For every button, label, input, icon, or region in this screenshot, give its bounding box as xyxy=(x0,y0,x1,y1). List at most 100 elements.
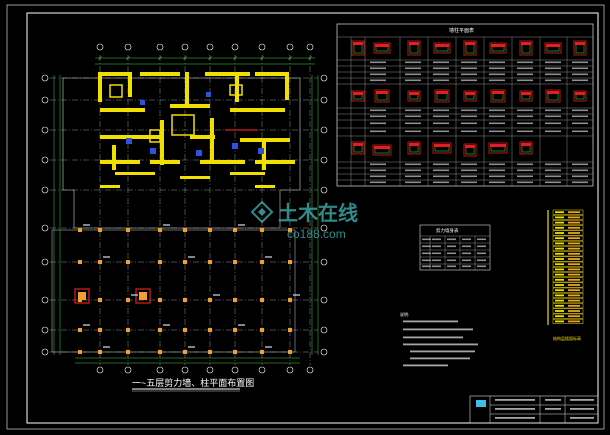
schedule-cell-text xyxy=(422,245,431,248)
section-row3-outline xyxy=(372,144,392,156)
floor-row xyxy=(552,225,584,231)
boundary-element xyxy=(232,143,238,149)
title-block-cell xyxy=(495,399,535,401)
floor-row-level xyxy=(555,268,564,271)
section-row1-outline xyxy=(433,42,451,54)
floor-row xyxy=(552,246,584,252)
dimension-tick xyxy=(158,56,162,60)
schedule-cell-text xyxy=(477,265,486,268)
detail-cell-text xyxy=(572,79,588,82)
floor-row-level xyxy=(555,258,564,260)
floor-level-table: 结构层楼面标高 xyxy=(547,209,584,341)
detail-cell-text xyxy=(370,73,386,76)
axis-bubble-top xyxy=(286,43,294,51)
column xyxy=(126,260,130,264)
axis-bubble-bottom xyxy=(286,366,294,374)
section-row2-rebar xyxy=(575,92,585,95)
shear-wall xyxy=(285,72,289,100)
section-row1-rebar xyxy=(546,44,560,47)
schedule-cell-text xyxy=(462,252,471,255)
floor-row-level xyxy=(555,289,564,292)
floor-row-height xyxy=(568,232,580,234)
schedule-cell-text xyxy=(432,245,441,248)
floor-row-level xyxy=(555,242,564,245)
detail-cell-text xyxy=(572,109,588,112)
column-tag xyxy=(238,324,245,326)
column-tag xyxy=(188,256,195,258)
axis-bubble-right xyxy=(320,296,328,304)
schedule-cell-text xyxy=(422,252,431,255)
floor-plan xyxy=(41,43,328,374)
floor-row-level xyxy=(555,263,564,266)
detail-cell-text xyxy=(545,61,561,64)
axis-bubble-right xyxy=(320,258,328,266)
floor-row xyxy=(552,303,584,309)
detail-cell-text xyxy=(433,169,449,172)
section-row1-outline xyxy=(351,40,365,56)
detail-cell-text xyxy=(572,175,588,178)
detail-cell-text xyxy=(489,115,505,118)
wall-core xyxy=(171,114,195,136)
detail-cell-text xyxy=(405,61,421,64)
detail-cell-text xyxy=(461,181,477,184)
section-row2-outline xyxy=(545,89,561,103)
detail-cell-text xyxy=(433,130,449,133)
schedule-cell-text xyxy=(432,259,441,262)
floor-row-level xyxy=(555,320,564,323)
floor-row xyxy=(552,230,584,236)
detail-cell-text xyxy=(405,79,421,82)
section-row2-rebar xyxy=(436,91,448,94)
detail-cell-text xyxy=(370,109,386,112)
floor-row-height xyxy=(568,320,580,323)
schedule-cell-text xyxy=(422,259,431,262)
floor-row xyxy=(552,282,584,288)
section-row3-rebar xyxy=(490,144,506,147)
detail-cell-text xyxy=(517,109,533,112)
column xyxy=(98,298,102,302)
schedule-cell-text xyxy=(447,238,456,241)
axis-bubble-left xyxy=(41,224,49,232)
section-row2-rebar xyxy=(376,91,388,94)
inner-border xyxy=(26,12,599,424)
shear-walls xyxy=(98,72,295,188)
column xyxy=(78,350,82,354)
detail-cell-text xyxy=(517,122,533,125)
floor-row-level xyxy=(555,299,564,302)
column xyxy=(126,298,130,302)
detail-cell-text xyxy=(370,175,386,178)
section-row3-outline xyxy=(432,142,452,154)
detail-cell-text xyxy=(461,73,477,76)
floor-row-height xyxy=(568,258,580,260)
dimension-tick xyxy=(98,56,102,60)
detail-cell-text xyxy=(545,79,561,82)
dimension-lines xyxy=(53,56,319,364)
detail-cell-text xyxy=(572,73,588,76)
detail-cell-text xyxy=(461,169,477,172)
axis-bubble-right xyxy=(320,156,328,164)
note-line xyxy=(410,350,475,353)
floor-row-level xyxy=(555,304,564,307)
shear-wall xyxy=(100,160,140,164)
column-tag xyxy=(103,346,110,348)
detail-cell-text xyxy=(461,122,477,125)
shear-wall xyxy=(205,72,250,76)
boundary-element xyxy=(150,148,156,154)
floor-row xyxy=(552,292,584,298)
schedule-cell-text xyxy=(447,252,456,255)
detail-table-title: 墙柱平面表 xyxy=(449,27,474,34)
detail-cell-text xyxy=(433,163,449,166)
section-row2-rebar xyxy=(409,92,419,95)
floor-row xyxy=(552,209,584,215)
shear-wall xyxy=(255,185,275,188)
detail-cell-text xyxy=(489,181,505,184)
section-row1-rebar xyxy=(435,44,449,47)
detail-cell-text xyxy=(461,61,477,64)
axis-bubble-bottom xyxy=(258,366,266,374)
shear-wall xyxy=(235,72,239,102)
column xyxy=(98,350,102,354)
floor-row-height xyxy=(568,252,580,255)
floor-row xyxy=(552,313,584,319)
floor-row-level xyxy=(555,232,564,234)
column-tag xyxy=(83,324,90,326)
plan-outline xyxy=(51,77,301,353)
